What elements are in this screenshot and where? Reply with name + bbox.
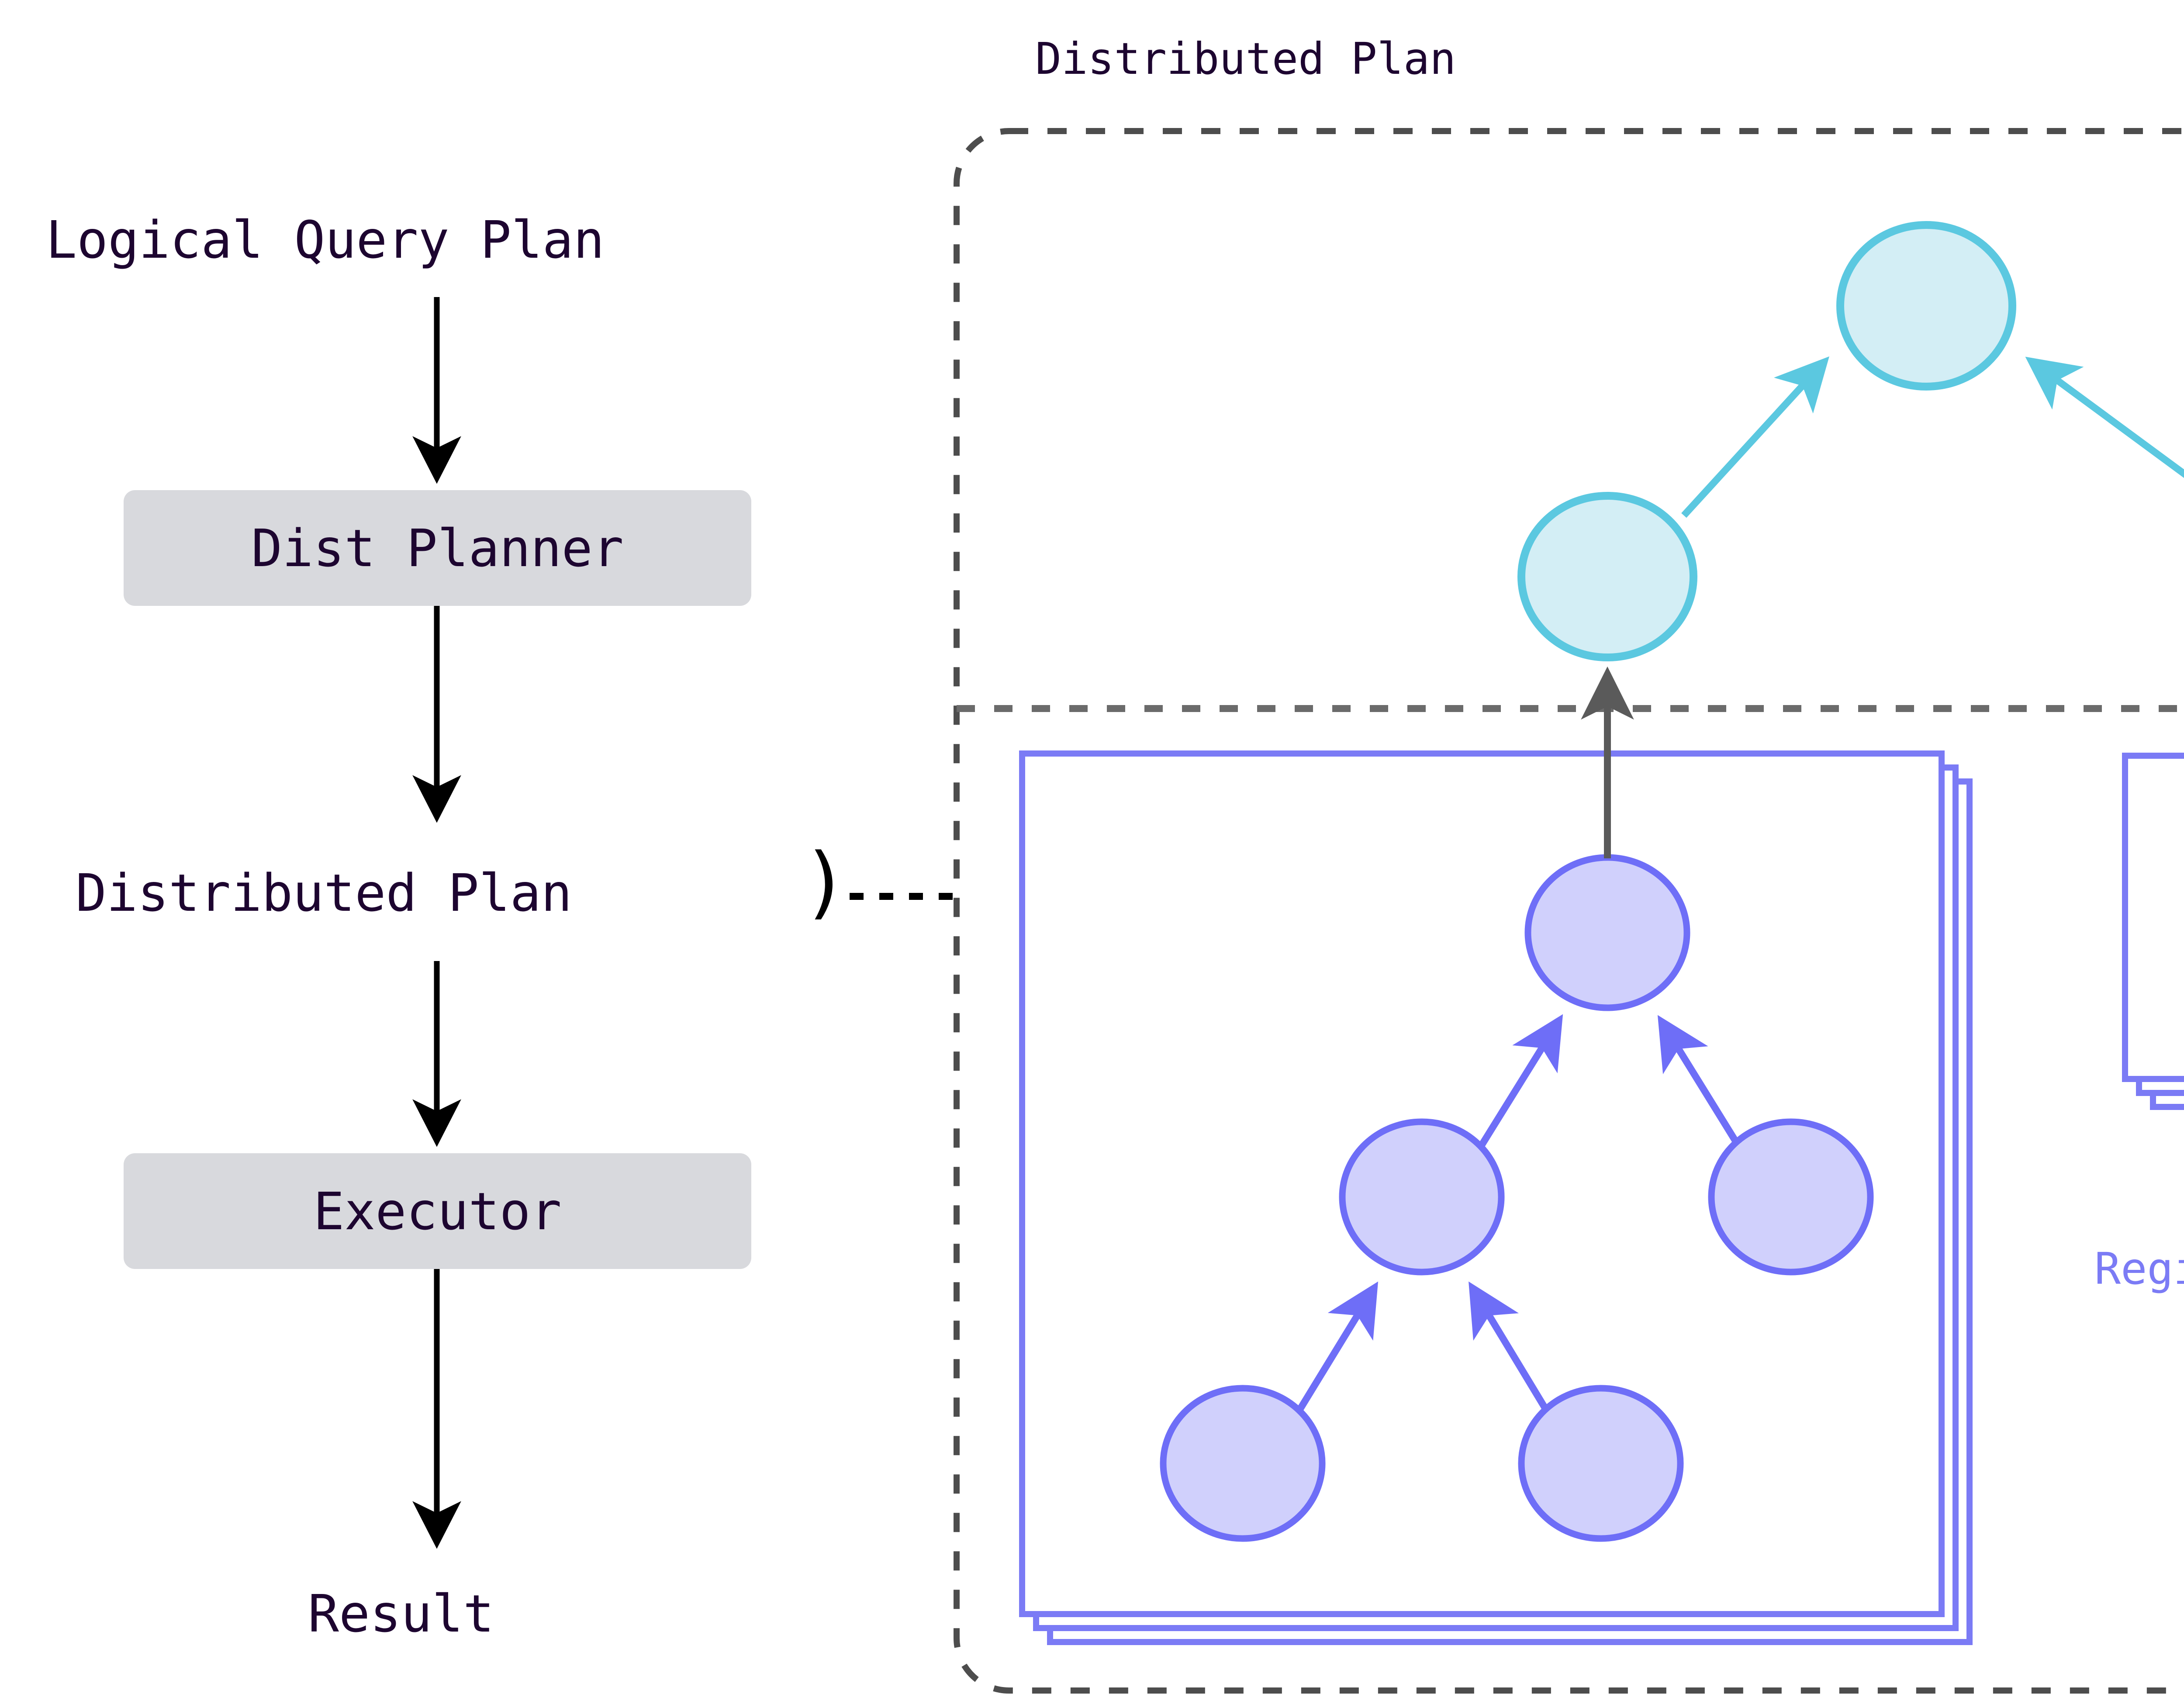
frontend-node-root: [1836, 221, 2016, 391]
regions-label: Regions: [2094, 1243, 2184, 1294]
dist-planner-label: Dist Planner: [251, 518, 624, 578]
edge-fright-to-froot: [2025, 356, 2184, 478]
distributed-plan-step-label: Distributed Plan: [76, 863, 572, 923]
region-box-right-layer-1: [2122, 753, 2184, 1082]
datanode-node-right: [1708, 1118, 1874, 1276]
executor-box: [124, 1153, 751, 1269]
executor-label: Executor: [313, 1181, 562, 1241]
container-title: Distributed Plan: [1035, 33, 1456, 84]
distributed-plan-container: [954, 128, 2184, 1694]
edge-dlr-to-dmid: [1469, 1281, 1549, 1412]
dist-planner-box: [124, 490, 751, 606]
result-label: Result: [308, 1584, 494, 1644]
frontend-node-left: [1517, 492, 1697, 661]
logical-query-plan-label: Logical Query Plan: [46, 210, 605, 270]
edge-dmid-to-droot: [1479, 1014, 1563, 1147]
datanode-nodes-left: [1160, 854, 1874, 1542]
datanode-edges-left: [1296, 1014, 1739, 1412]
datanode-node-mid: [1339, 1118, 1505, 1276]
datanode-node-root: [1524, 854, 1690, 1011]
frontend-nodes: [1517, 221, 2016, 661]
cross-stage-arrows: [1581, 666, 1634, 858]
frontend-edges: [1681, 356, 2184, 518]
edge-dll-to-dmid: [1296, 1281, 1379, 1412]
edge-fleft-to-froot: [1681, 356, 1829, 518]
curly-brace-icon: ): [802, 837, 849, 928]
datanode-node-leaf-right: [1518, 1385, 1684, 1542]
pipeline-graphics: [124, 297, 963, 1549]
edge-dright-to-droot: [1657, 1015, 1739, 1144]
region-stack-right: [2122, 753, 2184, 1110]
datanode-node-leaf-left: [1160, 1385, 1326, 1542]
